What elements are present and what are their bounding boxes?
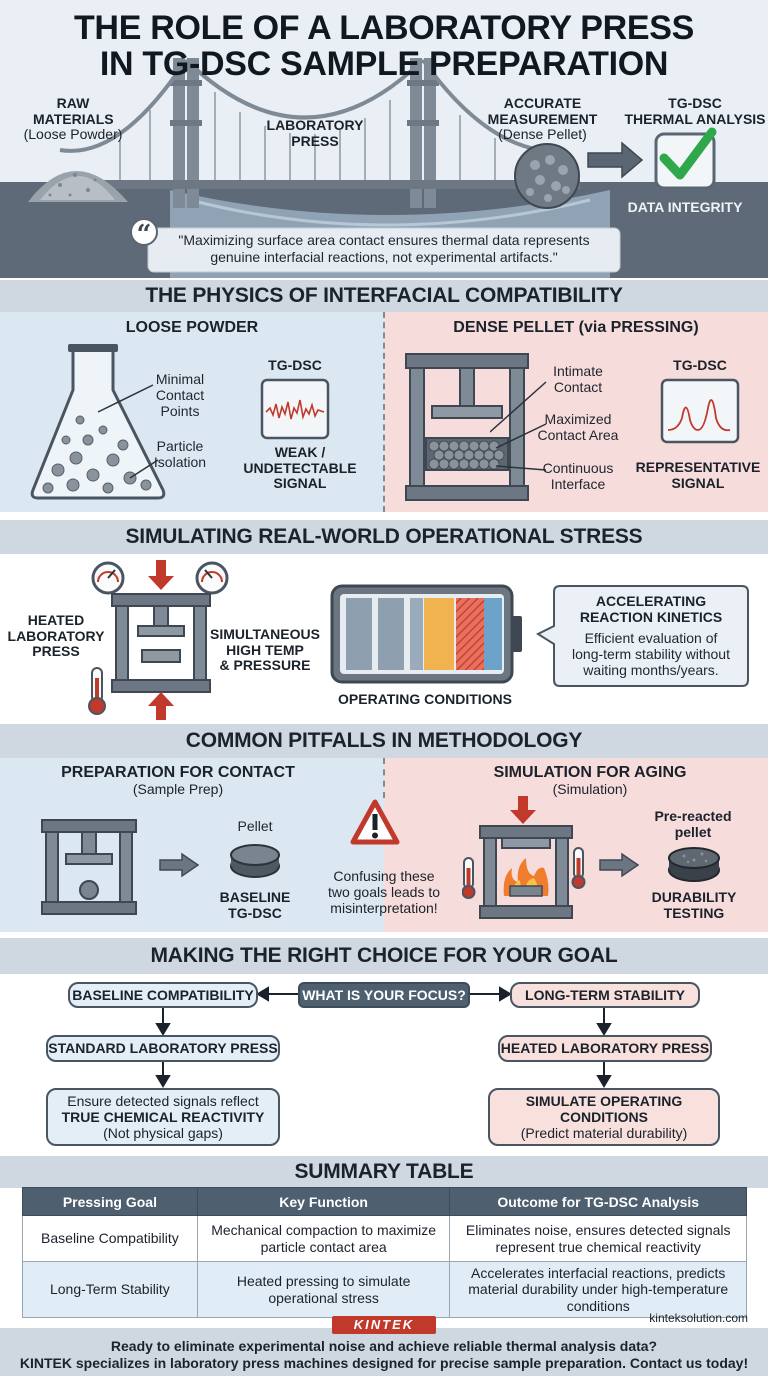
header-section: THE ROLE OF A LABORATORY PRESS IN TG-DSC…: [0, 0, 768, 278]
preparation-title: PREPARATION FOR CONTACT (Sample Prep): [61, 764, 295, 797]
pitfalls-divider: [383, 758, 385, 798]
kintek-logo: KINTEK: [332, 1316, 436, 1334]
maximized-contact-note: Maximized Contact Area: [537, 411, 619, 444]
weak-signal-monitor: [260, 378, 330, 440]
choice-flow-arrows: [155, 986, 612, 1088]
baseline-tgdsc-label: BASELINE TG-DSC: [219, 889, 291, 921]
table-row: Baseline Compatibility Mechanical compac…: [22, 1215, 747, 1262]
laboratory-press-label: LABORATORY PRESS: [266, 117, 364, 149]
panel-divider: [383, 312, 385, 512]
prereacted-pellet-icon: [668, 847, 720, 882]
standard-press-illustration: [41, 819, 137, 915]
table-cell: Eliminates noise, ensures detected signa…: [449, 1215, 747, 1262]
tgdsc-analysis-label: TG-DSC THERMAL ANALYSIS: [624, 95, 766, 127]
footer-cta: Ready to eliminate experimental noise an…: [19, 1338, 749, 1372]
intimate-contact-note: Intimate Contact: [553, 363, 603, 396]
pellet-note-lines: [490, 381, 547, 471]
accelerating-title: ACCELERATING REACTION KINETICS: [579, 593, 723, 625]
table-cell: Baseline Compatibility: [22, 1215, 198, 1262]
durability-testing-label: DURABILITY TESTING: [651, 889, 737, 921]
continuous-interface-note: Continuous Interface: [542, 460, 614, 493]
footer-bar: [0, 1328, 768, 1376]
weak-signal-label: WEAK / UNDETECTABLE SIGNAL: [243, 444, 357, 492]
table-cell: Heated pressing to simulate operational …: [196, 1261, 451, 1318]
left-tgdsc-label: TG-DSC: [268, 357, 322, 373]
accurate-measurement-label: ACCURATE MEASUREMENT (Dense Pellet): [487, 95, 598, 143]
minimal-contact-note: Minimal Contact Points: [155, 371, 205, 420]
table-cell: Mechanical compaction to maximize partic…: [196, 1215, 451, 1262]
bridge-illustration: [0, 0, 768, 278]
prereacted-label: Pre-reacted pellet: [654, 808, 732, 840]
summary-header-cell: Outcome for TG-DSC Analysis: [449, 1187, 747, 1216]
summary-header-row: Pressing Goal Key Function Outcome for T…: [22, 1187, 747, 1216]
sim-arrow-icon: [599, 852, 640, 878]
page-title: THE ROLE OF A LABORATORY PRESS IN TG-DSC…: [0, 10, 768, 83]
focus-box: WHAT IS YOUR FOCUS?: [298, 982, 470, 1008]
battery-illustration: [330, 584, 522, 684]
summary-table: Pressing Goal Key Function Outcome for T…: [22, 1187, 747, 1318]
standard-press-box[interactable]: STANDARD LABORATORY PRESS: [46, 1035, 280, 1062]
representative-signal-label: REPRESENTATIVE SIGNAL: [635, 459, 761, 491]
table-cell: Long-Term Stability: [22, 1261, 198, 1318]
press-illustration: [405, 353, 529, 501]
dense-pellet-title: DENSE PELLET (via PRESSING): [453, 319, 699, 336]
right-tgdsc-label: TG-DSC: [673, 357, 727, 373]
page-title-line2: IN TG-DSC SAMPLE PREPARATION: [99, 45, 669, 84]
website-link[interactable]: kinteksolution.com: [649, 1311, 748, 1325]
section-title-stress: SIMULATING REAL-WORLD OPERATIONAL STRESS: [0, 520, 768, 554]
operating-conditions-label: OPERATING CONDITIONS: [338, 691, 512, 707]
flask-illustration: [30, 344, 166, 500]
table-cell: Accelerates interfacial reactions, predi…: [449, 1261, 747, 1318]
summary-header-cell: Key Function: [196, 1187, 451, 1216]
simultaneous-label: SIMULTANEOUS HIGH TEMP & PRESSURE: [210, 626, 320, 674]
warning-icon: [350, 799, 400, 845]
loose-powder-title: LOOSE POWDER: [125, 319, 259, 336]
section-title-pitfalls: COMMON PITFALLS IN METHODOLOGY: [0, 724, 768, 758]
section-title-physics: THE PHYSICS OF INTERFACIAL COMPATIBILITY: [0, 280, 768, 312]
warning-text: Confusing these two goals leads to misin…: [327, 868, 441, 917]
long-term-stability-box[interactable]: LONG-TERM STABILITY: [510, 982, 700, 1008]
quote-icon: “: [130, 218, 158, 250]
simulate-conditions-box: SIMULATE OPERATING CONDITIONS (Predict m…: [488, 1088, 720, 1146]
heated-press-box[interactable]: HEATED LABORATORY PRESS: [498, 1035, 712, 1062]
representative-signal-monitor: [660, 378, 740, 444]
quote-text: "Maximizing surface area contact ensures…: [178, 232, 590, 265]
simulation-title: SIMULATION FOR AGING (Simulation): [493, 764, 687, 797]
baseline-compatibility-box[interactable]: BASELINE COMPATIBILITY: [68, 982, 258, 1008]
summary-header-cell: Pressing Goal: [22, 1187, 198, 1216]
callout-bubble: [535, 585, 749, 687]
true-reactivity-box: Ensure detected signals reflect TRUE CHE…: [46, 1088, 280, 1146]
section-title-choice: MAKING THE RIGHT CHOICE FOR YOUR GOAL: [0, 938, 768, 974]
data-integrity-label: DATA INTEGRITY: [627, 199, 743, 215]
heated-simulation-press-illustration: [462, 796, 586, 919]
section-title-summary: SUMMARY TABLE: [0, 1156, 768, 1188]
prep-arrow-icon: [159, 852, 200, 878]
table-row: Long-Term Stability Heated pressing to s…: [22, 1261, 747, 1318]
accelerating-desc: Efficient evaluation of long-term stabil…: [572, 630, 730, 679]
simulation-panel: [384, 758, 768, 932]
raw-materials-label: RAW MATERIALS (Loose Powder): [23, 95, 123, 143]
heated-press-illustration: [88, 560, 229, 720]
heated-press-label: HEATED LABORATORY PRESS: [7, 612, 105, 660]
particle-isolation-note: Particle Isolation: [153, 438, 207, 471]
pellet-icon: [230, 844, 280, 878]
pellet-label: Pellet: [237, 818, 273, 834]
page-title-line1: THE ROLE OF A LABORATORY PRESS: [73, 9, 695, 47]
